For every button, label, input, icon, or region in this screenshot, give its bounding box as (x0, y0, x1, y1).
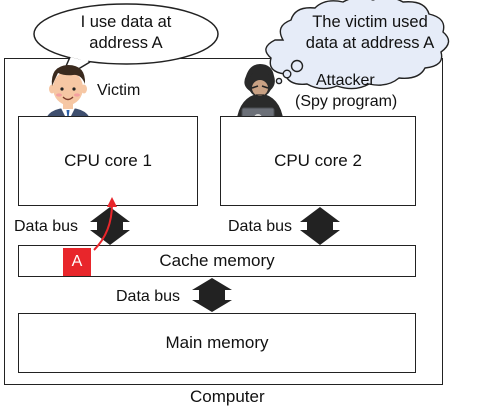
cache-address-a-marker: A (63, 248, 91, 276)
data-bus-right-arrow (300, 207, 340, 245)
attacker-thought-line1: The victim used (312, 13, 428, 31)
cache-address-a-label: A (71, 253, 83, 270)
victim-speech-line2: address A (89, 34, 163, 52)
data-bus-lower-label: Data bus (116, 288, 181, 305)
victim-label: Victim (97, 82, 141, 99)
data-bus-lower-arrow (192, 278, 232, 312)
data-bus-right-label: Data bus (228, 218, 293, 235)
cpu-core-1-label: CPU core 1 (64, 151, 152, 170)
cpu-core-2-label: CPU core 2 (274, 151, 362, 170)
attacker-label-line1: Attacker (316, 72, 375, 89)
main-memory-box: Main memory (18, 313, 416, 373)
data-bus-left-label: Data bus (14, 218, 79, 235)
access-arrow (93, 203, 113, 251)
computer-label: Computer (190, 387, 265, 406)
cpu-core-2-box: CPU core 2 (220, 116, 416, 206)
victim-speech-line1: I use data at (80, 13, 172, 31)
access-arrow-head (107, 197, 117, 207)
attacker-thought-line2: data at address A (305, 34, 435, 52)
data-bus-left-arrow (90, 207, 130, 245)
attacker-label-line2: (Spy program) (295, 93, 398, 110)
cache-memory-label: Cache memory (159, 251, 275, 270)
cpu-core-1-box: CPU core 1 (18, 116, 198, 206)
main-memory-label: Main memory (165, 333, 269, 352)
